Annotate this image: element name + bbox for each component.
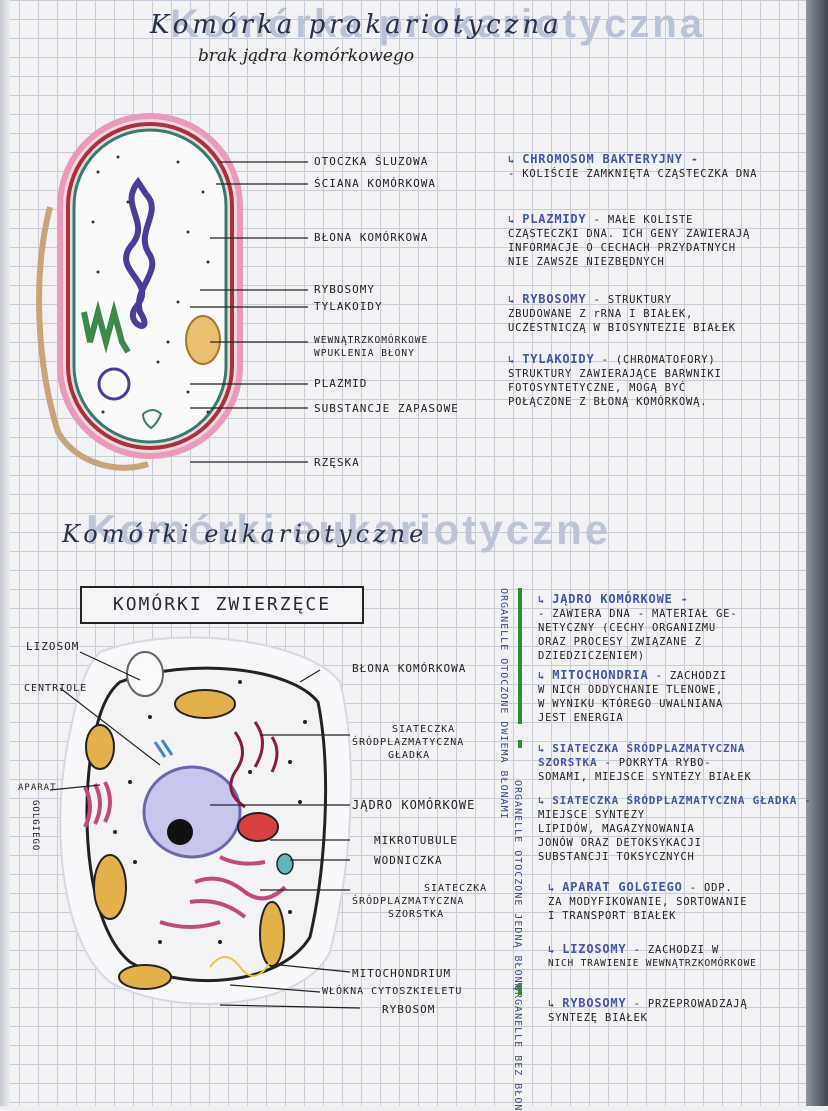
- label-centrioles: CENTRIOLE: [24, 683, 88, 694]
- prokaryotic-title: Komórka prokariotyczna: [150, 10, 563, 40]
- thylakoids: [81, 300, 131, 354]
- label-cell-membrane: BŁONA KOMÓRKOWA: [314, 231, 429, 244]
- label-microtubules: MIKROTUBULE: [374, 834, 458, 847]
- smooth-er: [229, 721, 279, 809]
- label-flagellum: RZĘSKA: [314, 456, 360, 469]
- centrioles: [153, 739, 174, 758]
- animal-pointer-lines: [49, 651, 360, 1009]
- membrane-infolding: [142, 409, 163, 430]
- prokaryote-cell-drawing: [36, 113, 243, 471]
- label-smooth-er-1: SIATECZKA: [392, 724, 456, 735]
- note-smooth-er: ↳ SIATECZKA ŚRÓDPLAZMATYCZNA GŁADKA - MI…: [538, 794, 812, 863]
- note-ribosomes-euk: ↳ RYBOSOMY - PRZEPROWADZAJĄ SYNTEZĘ BIAŁ…: [548, 996, 748, 1024]
- note-thylakoids: ↳ TYLAKOIDY - (CHROMATOFORY) STRUKTURY Z…: [508, 352, 722, 408]
- vacuole: [276, 853, 294, 875]
- label-nucleus: JĄDRO KOMÓRKOWE: [352, 798, 476, 812]
- ribosome-dots: [113, 680, 307, 944]
- mitochondrion: [174, 689, 236, 719]
- label-inclusions-2: WPUKLENIA BŁONY: [314, 348, 415, 359]
- label-rough-er-3: SZORSTKA: [388, 909, 445, 920]
- label-mitochondrion: MITOCHONDRIUM: [352, 967, 452, 980]
- note-golgi: ↳ APARAT GOLGIEGO - ODP. ZA MODYFIKOWANI…: [548, 880, 748, 922]
- group-bar-double: [518, 588, 522, 724]
- note-nucleus: ↳ JĄDRO KOMÓRKOWE - - ZAWIERA DNA - MATE…: [538, 592, 738, 662]
- plasmid: [97, 367, 131, 401]
- group-double-membrane: ORGANELLE OTOCZONE DWIEMA BŁONAMI: [498, 588, 509, 820]
- label-slime-capsule: OTOCZKA ŚLUZOWA: [314, 155, 429, 168]
- label-cell-wall: ŚCIANA KOMÓRKOWA: [314, 177, 436, 190]
- label-ribosomes: RYBOSOMY: [314, 283, 375, 296]
- eukaryotic-title-shadow: Komórki eukariotyczne: [86, 506, 612, 553]
- group-single-membrane: ORGANELLE OTOCZONE JEDNĄ BŁONĄ: [512, 780, 523, 991]
- flagellum: [36, 206, 149, 471]
- note-mitochondria: ↳ MITOCHONDRIA - ZACHODZI W NICH ODDYCHA…: [538, 668, 727, 724]
- group-bar-none: [518, 983, 522, 995]
- label-thylakoids: TYLAKOIDY: [314, 300, 383, 313]
- group-bar-single: [518, 740, 522, 748]
- mitochondrion: [118, 964, 172, 990]
- group-no-membrane: ORGANELLE BEZ BŁON: [512, 985, 523, 1111]
- golgi: [83, 781, 112, 828]
- label-golgi-1: APARAT: [18, 783, 57, 793]
- label-ribosome: RYBOSOM: [382, 1003, 436, 1016]
- rough-er: [159, 855, 287, 929]
- note-lysosomes: ↳ LIZOSOMY - ZACHODZI W NICH TRAWIENIE W…: [548, 942, 757, 969]
- mitochondrion: [93, 854, 127, 920]
- label-storage: SUBSTANCJE ZAPASOWE: [314, 402, 459, 415]
- label-plasmid: PLAZMID: [314, 377, 368, 390]
- label-golgi-2: GOLGIEGO: [30, 800, 40, 852]
- mitochondrion: [85, 724, 115, 770]
- label-lysosome: LIZOSOM: [26, 640, 80, 653]
- label-rough-er-2: ŚRÓDPLAZMATYCZNA: [352, 896, 465, 907]
- note-plasmids: ↳ PLAZMIDY - MAŁE KOLISTE CZĄSTECZKI DNA…: [508, 212, 751, 268]
- prokaryotic-subtitle: brak jądra komórkowego: [198, 46, 415, 66]
- label-cell-membrane-euk: BŁONA KOMÓRKOWA: [352, 662, 467, 675]
- eukaryotic-title: Komórki eukariotyczne: [62, 520, 428, 548]
- label-smooth-er-2: ŚRÓDPLAZMATYCZNA: [352, 737, 465, 748]
- animal-cell-drawing: [59, 636, 352, 1005]
- note-ribosomes: ↳ RYBOSOMY - STRUKTURY ZBUDOWANE Z rRNA …: [508, 292, 736, 334]
- mitochondrion: [259, 901, 285, 967]
- page-edge-right: [806, 0, 828, 1106]
- prokaryote-pointer-lines: [190, 161, 308, 463]
- nucleolus: [167, 819, 193, 845]
- label-rough-er-1: SIATECZKA: [424, 883, 488, 894]
- page-edge-left: [0, 0, 10, 1106]
- label-cytoskeleton: WŁÓKNA CYTOSZKIELETU: [322, 986, 463, 997]
- label-inclusions-1: WEWNĄTRZKOMÓRKOWE: [314, 335, 429, 346]
- note-rough-er: ↳ SIATECZKA ŚRÓDPLAZMATYCZNA SZORSTKA - …: [538, 742, 752, 783]
- cell-wall: [66, 122, 234, 450]
- note-chromosome: ↳ CHROMOSOM BAKTERYJNY - - KOLIŚCIE ZAMK…: [508, 152, 758, 180]
- animal-cells-banner: KOMÓRKI ZWIERZĘCE: [80, 586, 364, 624]
- ribosome-dots: [91, 155, 210, 414]
- storage-granules: [185, 315, 221, 365]
- lysosome-red: [237, 812, 279, 842]
- nucleoid: [123, 176, 156, 329]
- label-vacuole: WODNICZKA: [374, 854, 443, 867]
- cytoskeleton: [209, 956, 271, 977]
- prokaryotic-title-shadow: Komórka prokariotyczna: [170, 2, 706, 46]
- label-smooth-er-3: GŁADKA: [388, 750, 431, 761]
- cell-membrane: [72, 128, 228, 444]
